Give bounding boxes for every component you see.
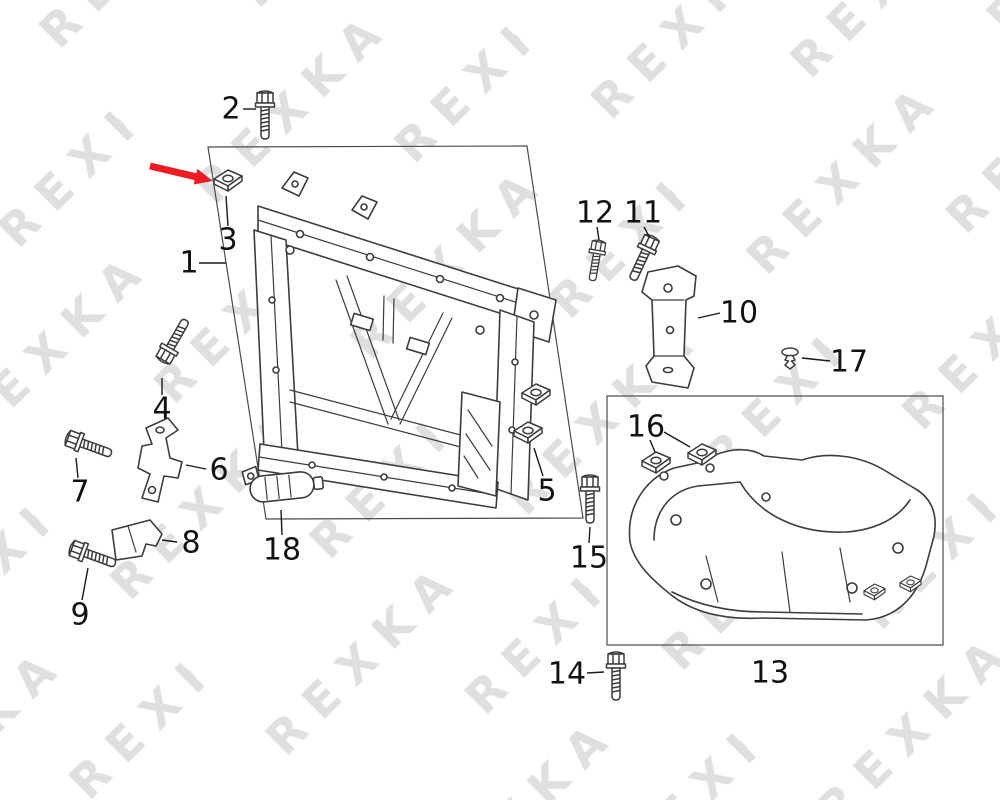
callout-1: 1 bbox=[179, 246, 198, 281]
part-1-radiator-support bbox=[253, 171, 557, 509]
callout-13: 13 bbox=[751, 656, 789, 691]
part-8-bracket bbox=[111, 519, 163, 561]
callout-8: 8 bbox=[181, 526, 200, 561]
callout-7: 7 bbox=[70, 475, 89, 510]
callout-12: 12 bbox=[576, 196, 614, 231]
callout-11: 11 bbox=[624, 196, 662, 231]
callout-16: 16 bbox=[627, 410, 665, 445]
callout-14: 14 bbox=[548, 657, 586, 692]
callout-6: 6 bbox=[209, 453, 228, 488]
part-13-splash-shield bbox=[628, 448, 936, 621]
part-6-bracket bbox=[137, 417, 183, 503]
callout-4: 4 bbox=[152, 392, 171, 427]
callout-17: 17 bbox=[830, 345, 868, 380]
part-18-actuator bbox=[241, 465, 324, 503]
callout-9: 9 bbox=[70, 598, 89, 633]
highlight-arrow-icon bbox=[149, 162, 213, 185]
callout-5: 5 bbox=[537, 474, 556, 509]
group-box-part-13 bbox=[606, 395, 944, 646]
group-box-part-1 bbox=[207, 145, 584, 520]
callout-15: 15 bbox=[570, 541, 608, 576]
part-10-bracket bbox=[641, 265, 697, 389]
callout-3: 3 bbox=[218, 223, 237, 258]
callout-18: 18 bbox=[263, 533, 301, 568]
callout-10: 10 bbox=[720, 296, 758, 331]
callout-labels: 1 2 3 4 5 6 7 8 9 10 11 12 13 14 15 16 1… bbox=[70, 92, 868, 692]
callout-2: 2 bbox=[221, 92, 240, 127]
leader-lines bbox=[75, 108, 831, 674]
